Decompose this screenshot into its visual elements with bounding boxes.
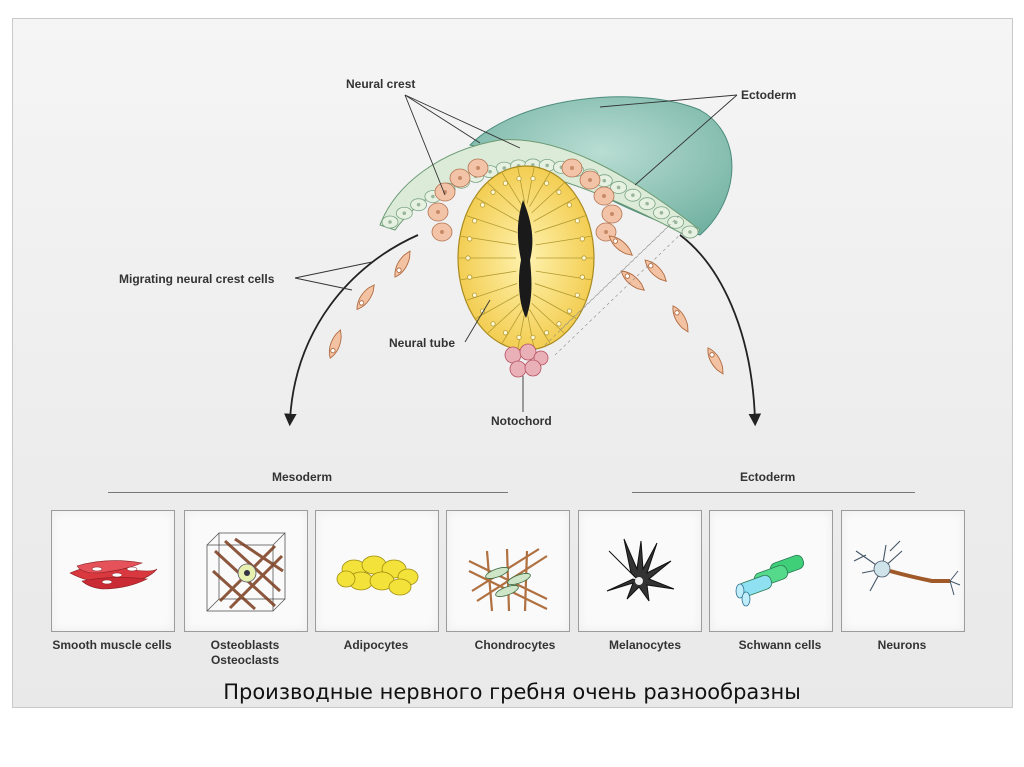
caption-smooth-muscle: Smooth muscle cells (37, 638, 187, 653)
box-neurons (841, 510, 965, 632)
box-adipocytes (315, 510, 439, 632)
melanocyte-icon (579, 511, 701, 631)
ectoderm-divider (632, 492, 915, 493)
box-melanocytes (578, 510, 702, 632)
smooth-muscle-cells-icon (52, 511, 174, 631)
slide-caption: Производные нервного гребня очень разноо… (0, 680, 1024, 704)
caption-chondrocytes: Chondrocytes (440, 638, 590, 653)
label-neural-crest: Neural crest (346, 77, 415, 91)
label-ectoderm-top: Ectoderm (741, 88, 796, 102)
caption-melanocytes: Melanocytes (570, 638, 720, 653)
bone-cells-icon (185, 511, 307, 631)
schwann-cells-icon (710, 511, 832, 631)
right-migration-arrow (680, 235, 755, 420)
box-schwann (709, 510, 833, 632)
chondrocytes-icon (447, 511, 569, 631)
label-notochord: Notochord (491, 414, 552, 428)
label-neural-tube: Neural tube (389, 336, 455, 350)
neuron-icon (842, 511, 964, 631)
box-smooth-muscle (51, 510, 175, 632)
caption-adipocytes: Adipocytes (301, 638, 451, 653)
label-ectoderm-group: Ectoderm (740, 470, 795, 484)
box-osteoblasts (184, 510, 308, 632)
mesoderm-divider (108, 492, 508, 493)
box-chondrocytes (446, 510, 570, 632)
notochord (505, 344, 548, 377)
label-migrating-cells: Migrating neural crest cells (119, 272, 274, 286)
label-mesoderm: Mesoderm (272, 470, 332, 484)
caption-neurons: Neurons (827, 638, 977, 653)
adipocytes-icon (316, 511, 438, 631)
